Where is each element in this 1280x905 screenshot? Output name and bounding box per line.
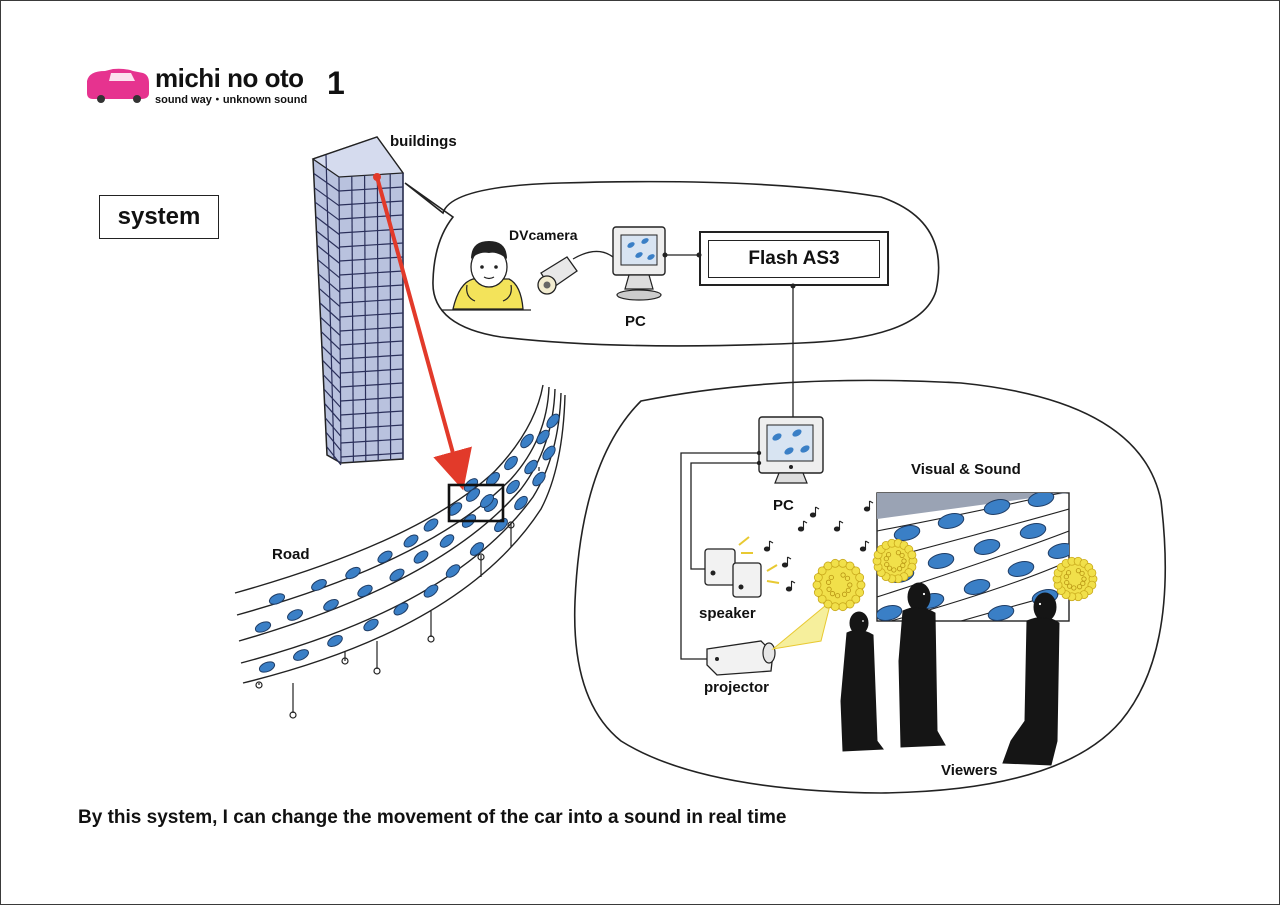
capture-frame <box>447 483 505 523</box>
road-car-10 <box>520 433 534 449</box>
road-car-17 <box>439 534 455 548</box>
road-car-16 <box>413 550 429 564</box>
road-drawing <box>234 384 566 719</box>
projector-icon <box>706 599 832 676</box>
road-car-34 <box>542 445 556 461</box>
building-to-road-arrow <box>375 176 472 491</box>
page-number: 1 <box>327 65 345 101</box>
dvcamera-label: DVcamera <box>509 227 578 243</box>
operator-icon <box>441 241 531 311</box>
road-car-33 <box>532 471 546 487</box>
screen-car-3 <box>1027 493 1055 507</box>
road-car-2 <box>345 566 361 580</box>
buildings-label: buildings <box>390 133 457 150</box>
viewer-icon <box>840 582 1060 766</box>
road-car-14 <box>357 584 373 598</box>
camera-icon <box>537 250 614 295</box>
sound-burst-group <box>812 538 1098 612</box>
road-car-3 <box>377 550 393 564</box>
music-note-3 <box>809 506 820 518</box>
screen-car-5 <box>927 553 955 569</box>
flash-label: Flash AS3 <box>708 239 880 278</box>
road-car-37 <box>479 494 495 508</box>
road-car-35 <box>546 413 560 429</box>
sound-burst-2 <box>1052 556 1098 602</box>
music-note-6 <box>863 500 874 512</box>
speaker-label: speaker <box>699 605 756 622</box>
road-car-4 <box>403 534 419 548</box>
road-car-28 <box>423 584 439 598</box>
screen-car-12 <box>1047 543 1069 559</box>
projection-screen <box>876 492 1070 622</box>
road-car-30 <box>469 542 485 556</box>
road-car-27 <box>393 602 409 616</box>
road-car-22 <box>536 429 550 445</box>
road-car-11 <box>254 621 272 633</box>
road-car-24 <box>293 649 309 661</box>
road-car-13 <box>323 598 339 612</box>
screen-car-13 <box>987 605 1015 621</box>
music-note-5 <box>859 540 870 552</box>
caption: By this system, I can change the movemen… <box>78 807 787 828</box>
car-logo-icon <box>87 68 149 103</box>
screen-car-8 <box>877 605 903 621</box>
road-car-31 <box>494 517 508 533</box>
brand-title: michi no oto <box>155 63 304 93</box>
screen-car-1 <box>937 513 965 529</box>
road-car-9 <box>504 455 518 471</box>
road-car-32 <box>514 495 528 511</box>
road-label: Road <box>272 546 310 563</box>
road-car-7 <box>465 488 481 502</box>
flash-box: Flash AS3 <box>699 231 889 286</box>
screen-car-10 <box>963 579 991 595</box>
music-note-icon <box>763 500 874 592</box>
building-icon <box>311 136 405 466</box>
road-car-21 <box>524 459 538 475</box>
screen-car-7 <box>1019 523 1047 539</box>
road-car-1 <box>311 579 327 591</box>
music-note-0 <box>763 540 774 552</box>
road-car-23 <box>258 661 276 673</box>
music-note-4 <box>833 520 844 532</box>
sound-burst-1 <box>872 538 918 584</box>
screen-car-2 <box>983 499 1011 515</box>
speaker-icon <box>704 536 780 598</box>
pc-top-label: PC <box>625 313 646 330</box>
section-label: system <box>99 195 219 239</box>
road-car-26 <box>363 618 379 632</box>
road-car-29 <box>445 564 461 578</box>
road-car-5 <box>423 518 439 532</box>
screen-car-11 <box>1007 561 1035 577</box>
music-note-1 <box>781 556 792 568</box>
sound-burst-0 <box>812 558 866 612</box>
monitor-icon <box>612 226 666 301</box>
music-note-7 <box>785 580 796 592</box>
music-note-2 <box>797 520 808 532</box>
pc-bottom-label: PC <box>773 497 794 514</box>
visual-sound-label: Visual & Sound <box>911 461 1021 478</box>
road-car-12 <box>287 609 303 621</box>
road-car-15 <box>389 568 405 582</box>
screen-car-6 <box>973 539 1001 555</box>
road-car-25 <box>327 634 343 648</box>
viewers-label: Viewers <box>941 762 998 779</box>
viewing-room-bubble <box>573 379 1167 794</box>
monitor-icon-bottom <box>758 416 824 484</box>
projector-label: projector <box>704 679 770 696</box>
road-car-0 <box>268 593 286 605</box>
screen-car-0 <box>893 525 921 541</box>
road-car-20 <box>506 479 520 495</box>
brand-subtitle: sound way・unknown sound <box>155 94 308 106</box>
